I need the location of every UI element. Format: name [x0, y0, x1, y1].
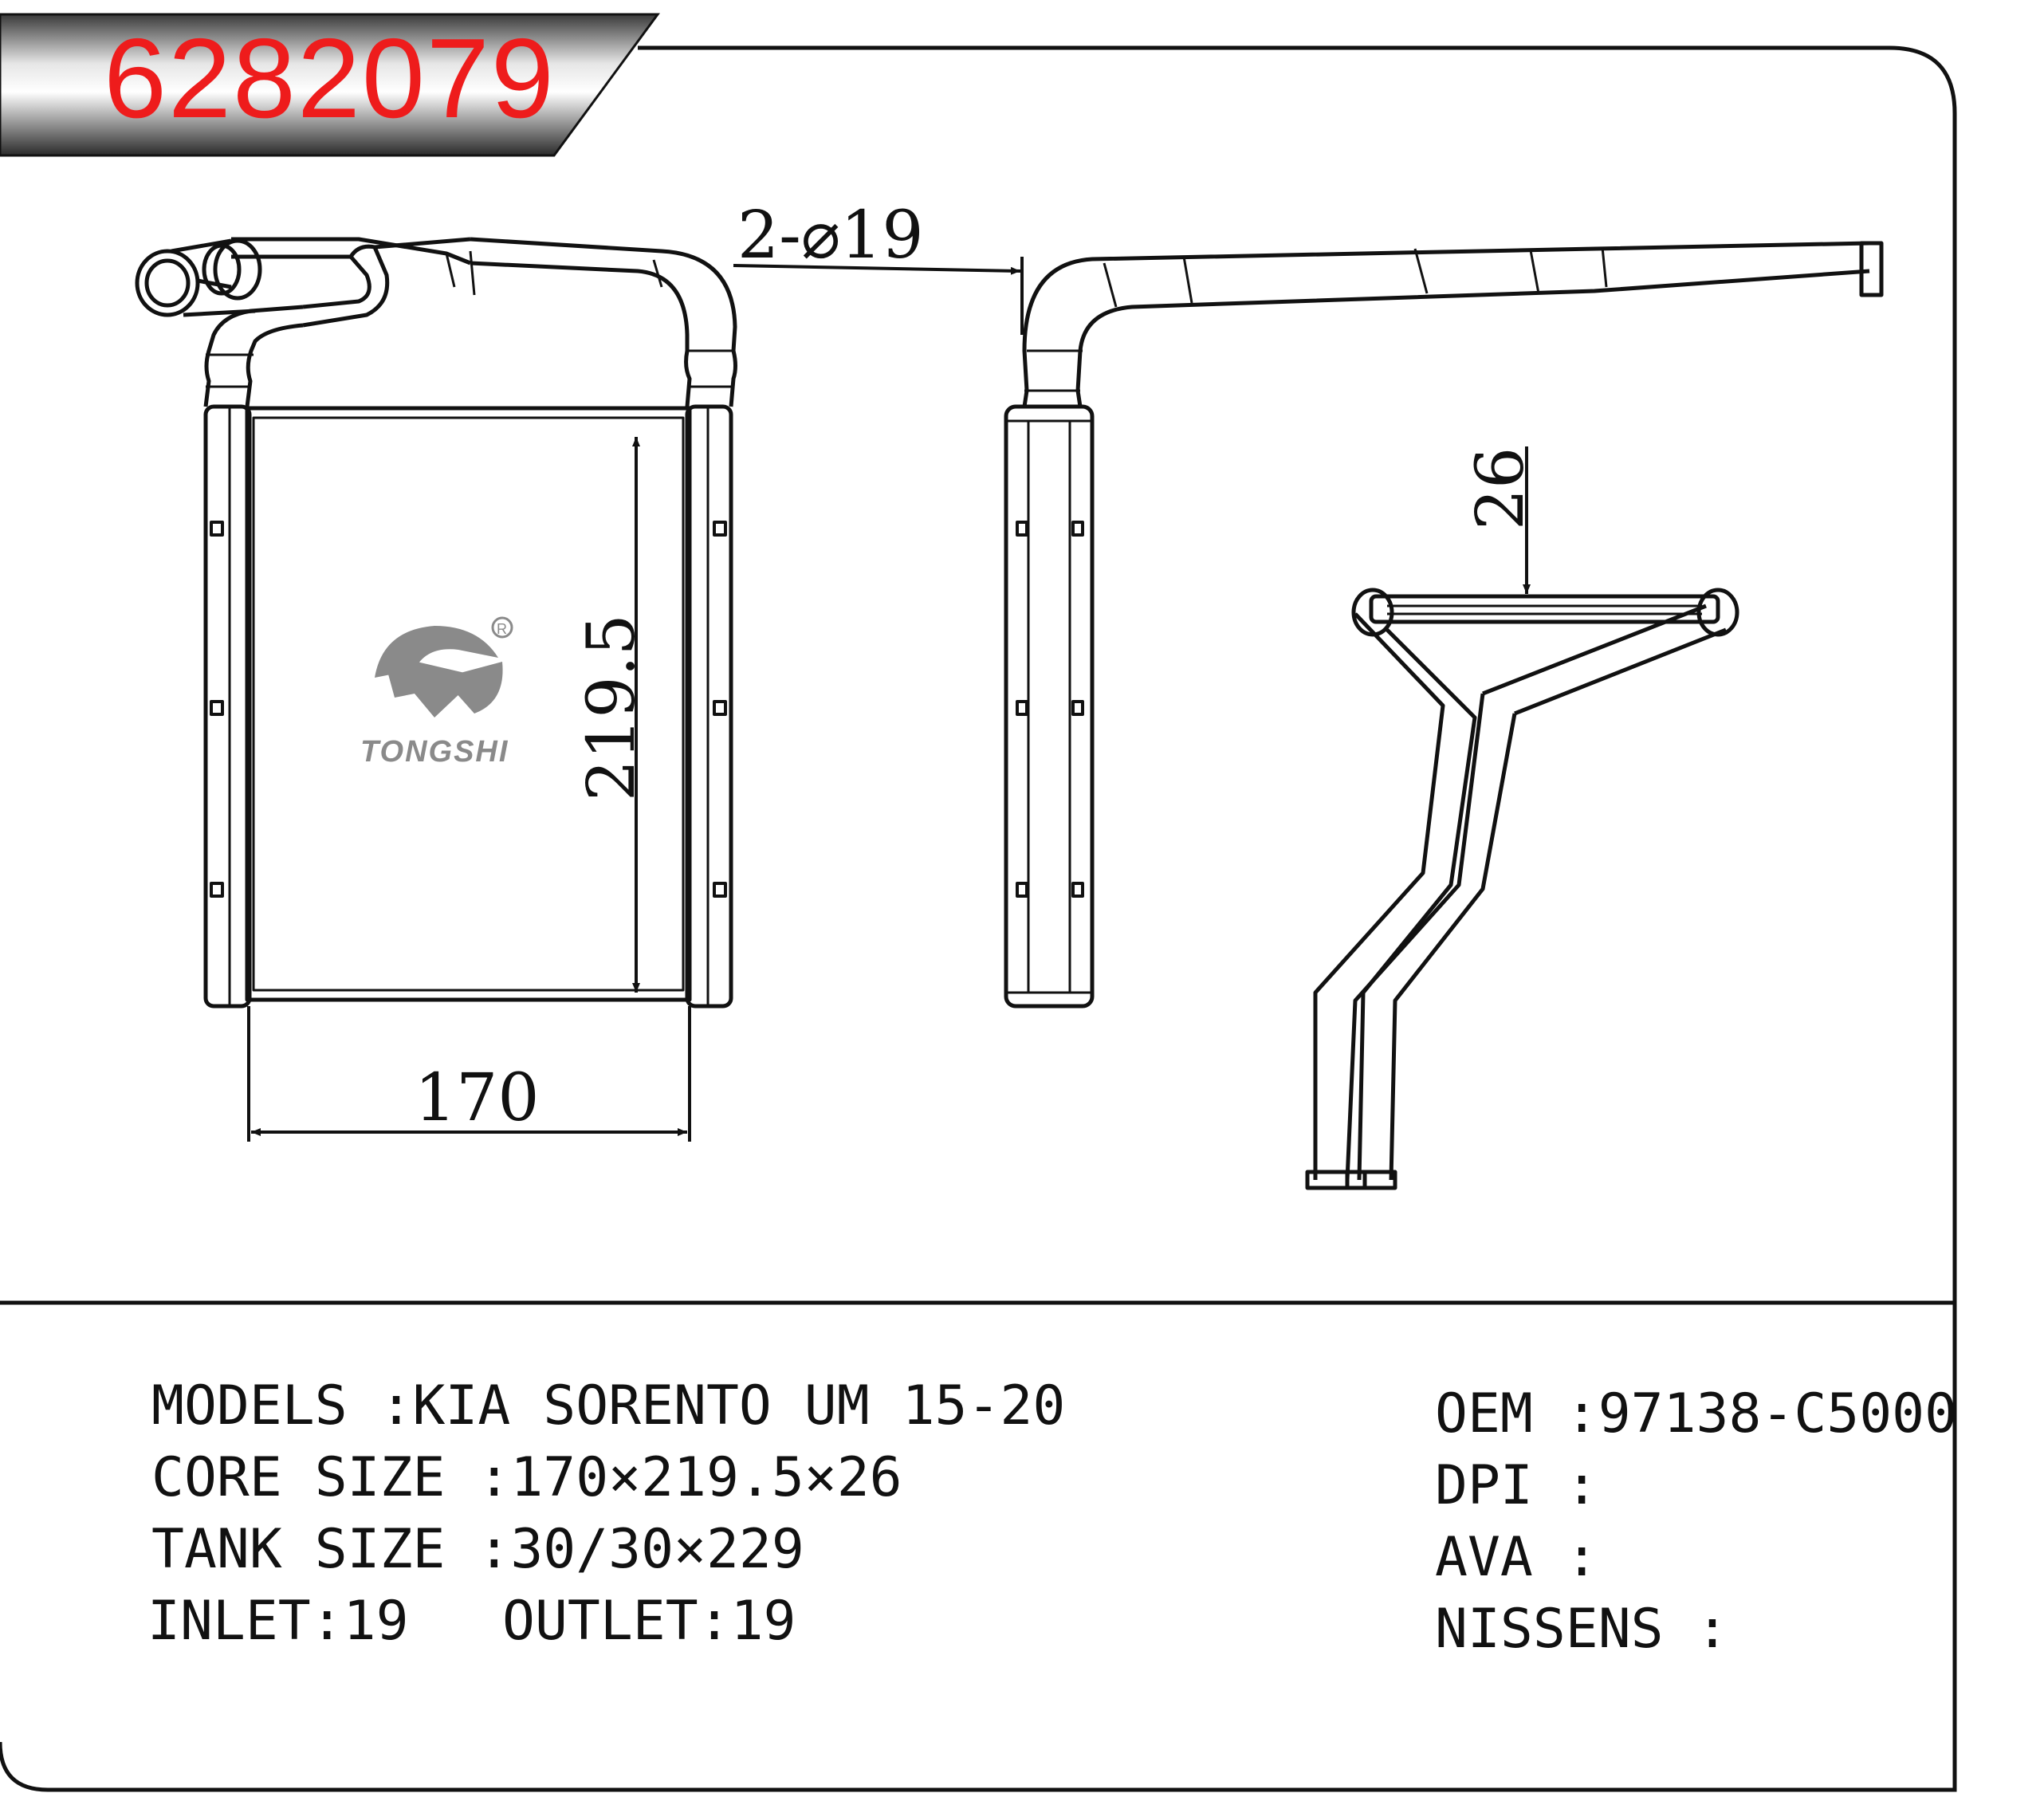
logo-text: TONGSHI [360, 735, 509, 769]
pipe-diameter-leader [733, 257, 1024, 335]
width-dimension [247, 1006, 691, 1142]
depth-dimension-label: 26 [1463, 447, 1539, 530]
width-dimension-label: 170 [415, 1060, 540, 1136]
ref-dpi: DPI : [1435, 1454, 1598, 1517]
part-number-banner [0, 13, 660, 157]
ref-nissens: NISSENS : [1435, 1598, 1729, 1661]
spec-inlet: INLET:19 [147, 1590, 409, 1653]
sheet-border [0, 45, 1957, 1792]
pipe-diameter-label: 2-⌀19 [737, 198, 924, 273]
ref-ava: AVA : [1435, 1526, 1598, 1589]
height-dimension-label: 219.5 [574, 614, 650, 801]
part-number: 6282079 [104, 15, 556, 142]
spec-core-size: CORE SIZE :170×219.5×26 [151, 1446, 902, 1509]
registered-mark: R [497, 621, 507, 637]
spec-outlet: OUTLET:19 [502, 1590, 796, 1653]
top-view [1305, 588, 1739, 1190]
ref-oem: OEM :97138-C5000 [1435, 1382, 1958, 1445]
front-view [135, 237, 737, 1009]
side-view [1004, 241, 1884, 1009]
spec-tank-size: TANK SIZE :30/30×229 [151, 1518, 804, 1581]
tongshi-logo: R TONGSHI [360, 616, 513, 769]
spec-models: MODELS :KIA SORENTO UM 15-20 [151, 1374, 1066, 1437]
